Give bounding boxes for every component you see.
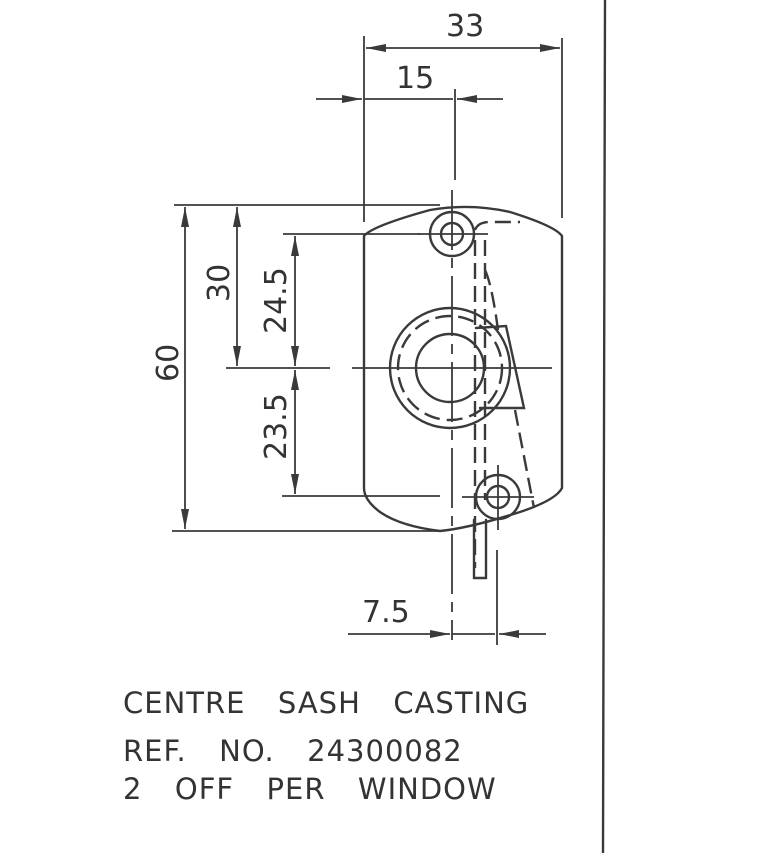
dim-label-33: 33	[446, 9, 484, 44]
dim-overall-width: 33	[363, 9, 563, 222]
top-hole	[418, 210, 488, 258]
casting-body	[352, 190, 564, 645]
reference-number-label: REF. NO. 24300082	[123, 734, 463, 768]
pin	[472, 518, 488, 580]
frame-border	[601, 0, 607, 853]
dim-vertical-stack: 60 30 24.5 23.5	[151, 204, 440, 532]
part-name-label: CENTRE SASH CASTING	[123, 686, 530, 720]
dim-label-30: 30	[202, 264, 237, 302]
dim-label-15: 15	[396, 61, 434, 96]
dim-label-7-5: 7.5	[362, 595, 410, 630]
dim-label-24-5: 24.5	[259, 267, 294, 334]
dim-label-60: 60	[151, 344, 186, 382]
quantity-label: 2 OFF PER WINDOW	[123, 772, 497, 806]
dim-label-23-5: 23.5	[259, 393, 294, 460]
dim-hole-offset: 15	[316, 61, 503, 180]
dim-pin-offset: 7.5	[348, 595, 546, 638]
